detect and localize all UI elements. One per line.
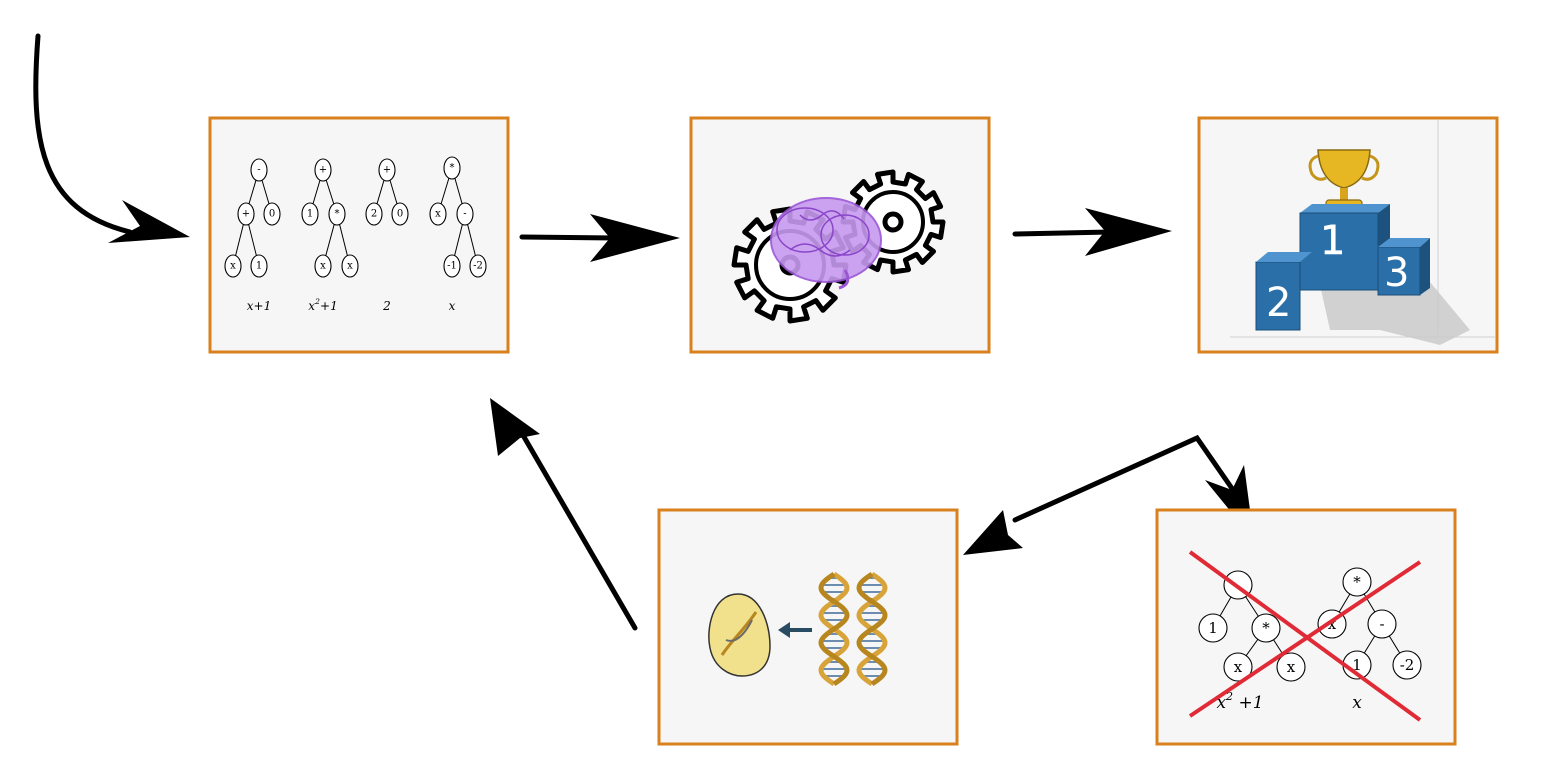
tree-node-label: * xyxy=(1262,619,1270,637)
arrowhead-2 xyxy=(1085,208,1172,256)
selection-panel: 1 2 3 xyxy=(1197,116,1499,354)
population-panel: - +0 x 1 x+1 +1 * x x x2+1 +2 0 2 * x - -1 -2 x xyxy=(208,116,510,354)
tree-node xyxy=(314,254,332,278)
cross-icon xyxy=(1188,550,1422,722)
brain-icon xyxy=(770,197,882,290)
tree-node xyxy=(1276,652,1306,682)
tree-node-label: x xyxy=(435,209,441,220)
tree-node-label: x xyxy=(320,261,326,272)
tree-node xyxy=(224,254,242,278)
tree-node xyxy=(1367,609,1397,639)
tree-node xyxy=(250,254,268,278)
dna-helix xyxy=(856,571,888,687)
expression-tree: - +0 x 1 x+1 xyxy=(224,158,281,313)
podium-third-label: 3 xyxy=(1384,250,1409,296)
tree-caption: x xyxy=(1352,693,1362,713)
tree-node xyxy=(365,202,383,226)
dna-helix xyxy=(818,571,850,687)
tree-node xyxy=(341,254,359,278)
tree-node-label: 0 xyxy=(397,209,403,220)
tree-node xyxy=(443,254,461,278)
tree-node xyxy=(378,158,396,182)
tree-node xyxy=(469,254,487,278)
egg-icon xyxy=(708,593,771,677)
arrowhead-5 xyxy=(490,398,540,456)
tree-caption: 2 xyxy=(382,299,391,313)
arrowhead-1 xyxy=(590,214,680,262)
expression-tree: +2 0 2 xyxy=(365,158,409,313)
tree-node-label: -1 xyxy=(447,261,457,272)
tree-caption: x xyxy=(449,299,456,313)
arrow-icon xyxy=(778,622,812,638)
tree-node-label: 2 xyxy=(371,209,377,220)
arrow-selection-split xyxy=(1012,434,1243,523)
tree-node xyxy=(456,202,474,226)
tree-node xyxy=(1342,567,1372,597)
tree-node-label: - xyxy=(1379,615,1384,633)
arrow-population-to-evaluation xyxy=(519,234,618,241)
population-trees: - +0 x 1 x+1 +1 * x x x2+1 +2 0 2 * x - -1 -2 x xyxy=(224,156,487,313)
tree-node-label: - xyxy=(257,165,260,176)
tree-node xyxy=(328,202,346,226)
tree-caption: x2 +1 xyxy=(1216,690,1263,713)
evaluation-panel xyxy=(689,116,991,354)
tree-node xyxy=(301,202,319,226)
tree-node-label: x xyxy=(347,261,353,272)
expression-tree: +1 * x x x2+1 xyxy=(301,158,359,313)
trophy-icon xyxy=(1308,149,1380,213)
elimination-panel: 1 * x x x2 +1 * x - 1 -2 x xyxy=(1155,508,1457,746)
tree-node-label: * xyxy=(1353,573,1361,591)
tree-node-label: + xyxy=(242,209,250,220)
start-arrowhead xyxy=(108,200,190,243)
arrow-reproduction-to-population xyxy=(517,427,638,631)
tree-node xyxy=(1198,613,1228,643)
tree-node xyxy=(429,202,447,226)
tree-node xyxy=(263,202,281,226)
tree-node-label: x xyxy=(1328,615,1337,633)
tree-node-label: x xyxy=(1287,658,1296,676)
tree-node-label: - xyxy=(463,209,466,220)
tree-node-label: 1 xyxy=(1208,619,1218,637)
arrow-evaluation-to-selection xyxy=(1012,229,1113,237)
tree-node-label: -2 xyxy=(1400,656,1415,674)
tree-node xyxy=(250,158,268,182)
tree-node-label: x xyxy=(1234,658,1243,676)
tree-node xyxy=(1223,652,1253,682)
podium-second-label: 2 xyxy=(1266,280,1291,326)
podium-first-label: 1 xyxy=(1320,218,1345,264)
tree-node xyxy=(391,202,409,226)
tree-node-label: 1 xyxy=(1352,656,1362,674)
tree-node-label: x xyxy=(230,261,236,272)
tree-node-label: + xyxy=(319,165,327,176)
start-arrow xyxy=(33,33,133,235)
tree-node-label: 0 xyxy=(269,209,275,220)
tree-node-label: + xyxy=(383,165,391,176)
tree-caption: x2+1 xyxy=(308,297,337,313)
tree-node xyxy=(237,202,255,226)
dna-icon xyxy=(818,571,888,687)
expression-tree: * x - -1 -2 x xyxy=(429,156,487,313)
tree-node xyxy=(314,158,332,182)
tree-node-label: * xyxy=(450,163,455,174)
tree-node xyxy=(1392,650,1422,680)
tree-node-label: -2 xyxy=(473,261,483,272)
tree-node xyxy=(443,156,461,180)
tree-node xyxy=(1251,613,1281,643)
arrowhead-3 xyxy=(963,510,1023,555)
tree-caption: x+1 xyxy=(247,299,271,313)
reproduction-panel xyxy=(657,508,959,746)
podium-icon: 1 2 3 xyxy=(1255,204,1430,331)
tree-node-label: * xyxy=(335,209,340,220)
tree-node-label: 1 xyxy=(307,209,313,220)
tree-node-label: 1 xyxy=(256,261,262,272)
